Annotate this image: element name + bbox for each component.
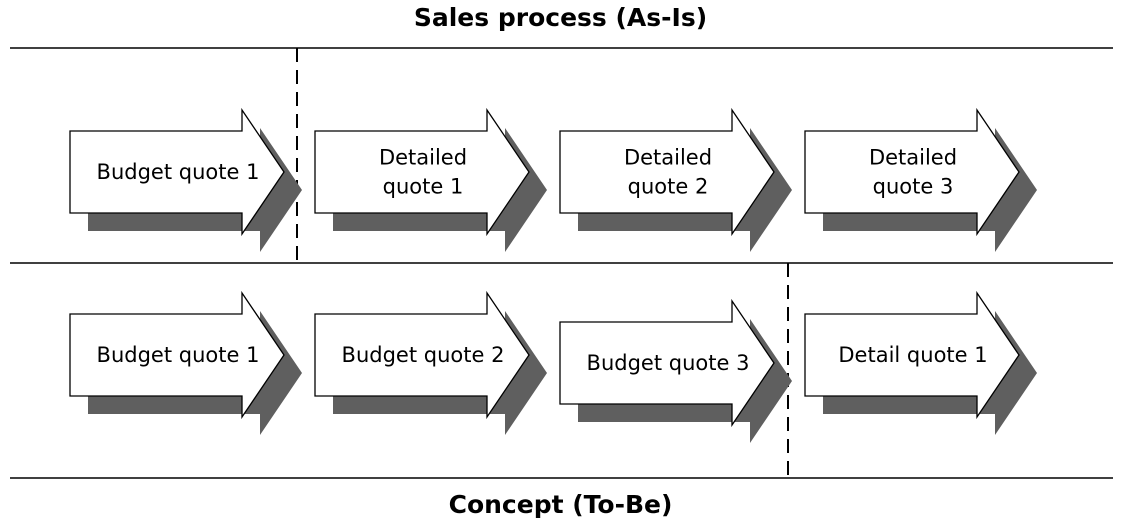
step-label: Budget quote 2	[342, 343, 505, 367]
step-label: Detailed	[379, 146, 467, 170]
step-label: Detailed	[869, 146, 957, 170]
to-be-step-2-arrow: Budget quote 2	[314, 290, 547, 435]
arrow-shape	[314, 290, 530, 420]
arrow-shape	[804, 107, 1020, 237]
step-label: quote 3	[873, 175, 954, 199]
step-label: Budget quote 1	[97, 160, 260, 184]
as-is-step-3-arrow: Detailed quote 2	[559, 107, 792, 252]
as-is-step-2-arrow: Detailed quote 1	[314, 107, 547, 252]
arrow-shape	[804, 290, 1020, 420]
arrow-shape	[559, 107, 775, 237]
step-label: Budget quote 3	[587, 351, 750, 375]
to-be-step-4-arrow: Detail quote 1	[804, 290, 1037, 435]
bottom-title: Concept (To-Be)	[448, 490, 673, 519]
to-be-step-1-arrow: Budget quote 1	[69, 290, 302, 435]
arrow-shape	[314, 107, 530, 237]
arrow-shape	[69, 290, 285, 420]
step-label: quote 1	[383, 175, 464, 199]
step-label: Detail quote 1	[838, 343, 987, 367]
to-be-step-3-arrow: Budget quote 3	[559, 298, 792, 443]
step-label: Budget quote 1	[97, 343, 260, 367]
step-label: quote 2	[628, 175, 709, 199]
as-is-step-1-arrow: Budget quote 1	[69, 107, 302, 252]
arrow-shape	[69, 107, 285, 237]
arrow-shape	[559, 298, 775, 428]
as-is-step-4-arrow: Detailed quote 3	[804, 107, 1037, 252]
step-label: Detailed	[624, 146, 712, 170]
top-title: Sales process (As-Is)	[413, 3, 708, 32]
